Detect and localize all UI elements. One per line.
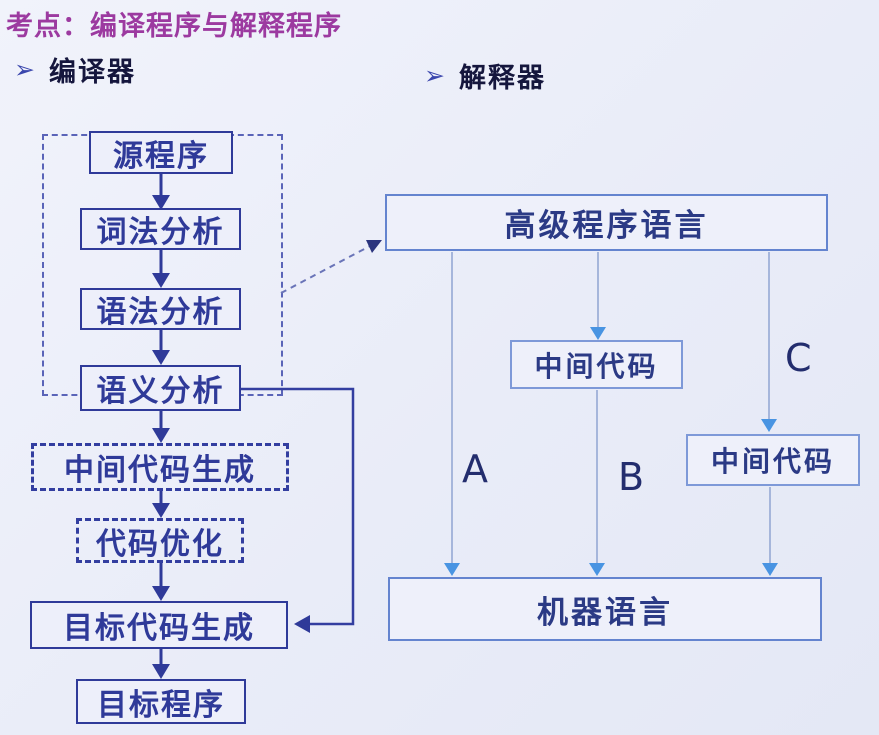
flow-node-syntax-analysis: 语法分析 [80,288,241,330]
path-label-c: C [785,336,812,380]
flow-node-semantic-analysis: 语义分析 [80,365,241,411]
compiler-to-interpreter-dashed-arrow [280,240,382,294]
compiler-section-header: ➢ 编译器 [14,50,136,89]
box-machine-language: 机器语言 [388,577,822,641]
interpreter-section-header: ➢ 解释器 [424,56,546,95]
arrow-bullet-icon: ➢ [14,55,35,84]
compiler-section-label: 编译器 [48,57,136,88]
arrow-bullet-icon: ➢ [424,61,445,90]
flow-node-code-optimization: 代码优化 [76,518,244,563]
path-label-a: A [462,447,488,491]
flow-node-target-codegen: 目标代码生成 [30,601,288,649]
path-label-b: B [618,455,645,499]
page-title: 考点：编译程序与解释程序 [6,11,342,42]
flow-node-target-program: 目标程序 [76,679,246,724]
semantic-to-target-connector [241,387,355,633]
box-high-level-language: 高级程序语言 [385,194,828,251]
flow-node-source-program: 源程序 [89,131,233,174]
box-intermediate-code-c: 中间代码 [686,434,860,486]
interpreter-section-label: 解释器 [458,63,546,94]
flow-node-lexical-analysis: 词法分析 [80,208,241,250]
flow-node-intermediate-codegen: 中间代码生成 [31,443,289,491]
box-intermediate-code-b: 中间代码 [510,340,683,389]
